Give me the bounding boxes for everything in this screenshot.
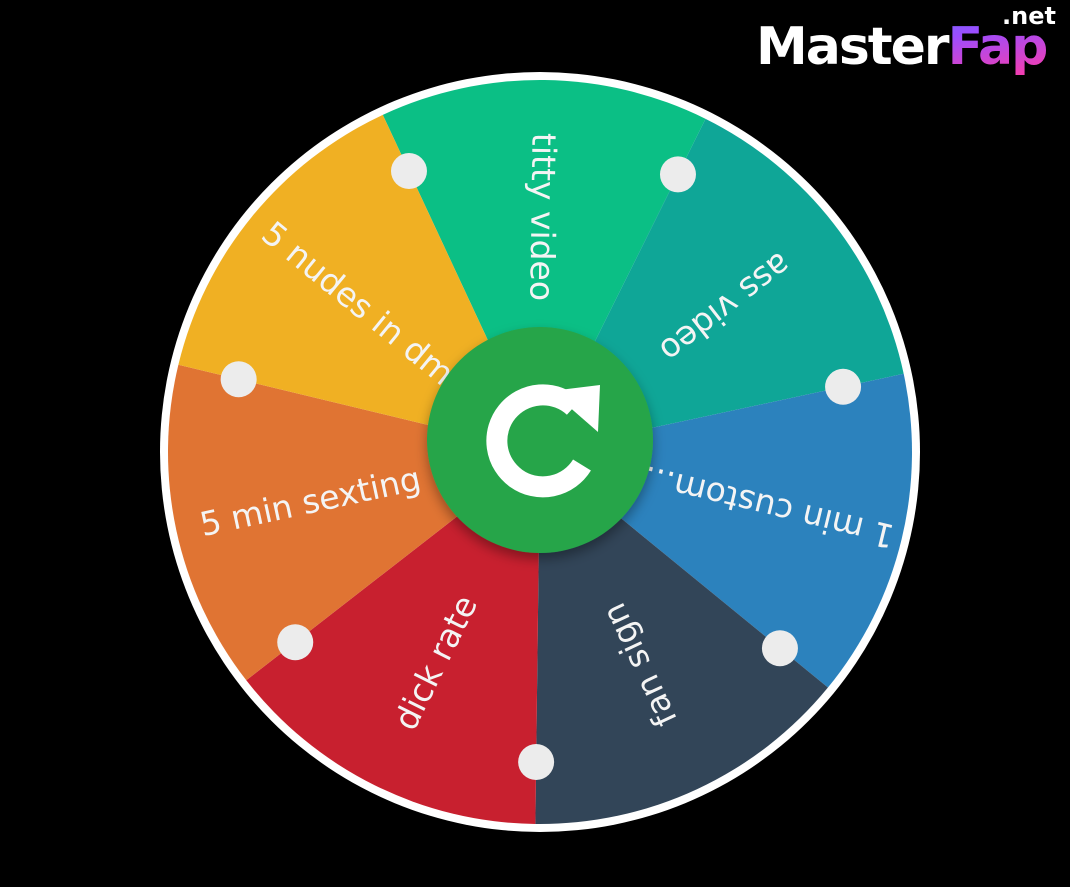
- wheel-segment: [246, 452, 541, 824]
- spin-button[interactable]: [427, 327, 653, 553]
- wheel-segment: [540, 118, 904, 452]
- refresh-icon[interactable]: [486, 384, 600, 498]
- wheel-segment: [382, 80, 706, 452]
- wheel-segment-label: titty video: [522, 133, 563, 302]
- wheel-peg: [825, 368, 862, 405]
- wheel-peg: [761, 630, 798, 667]
- svg-text:.net: .net: [1002, 2, 1056, 30]
- wheel-segment: [178, 114, 540, 452]
- wheel-peg: [220, 361, 257, 398]
- wheel-peg: [659, 156, 696, 193]
- wheel-segment: [535, 452, 828, 824]
- svg-text:MasterFap: MasterFap: [756, 17, 1046, 77]
- wheel-peg: [390, 153, 427, 190]
- wheel-pegs: [220, 153, 862, 780]
- wheel-peg: [277, 624, 314, 661]
- masterfap-logo: MasterFap .net: [756, 2, 1056, 77]
- wheel-peg: [518, 743, 555, 780]
